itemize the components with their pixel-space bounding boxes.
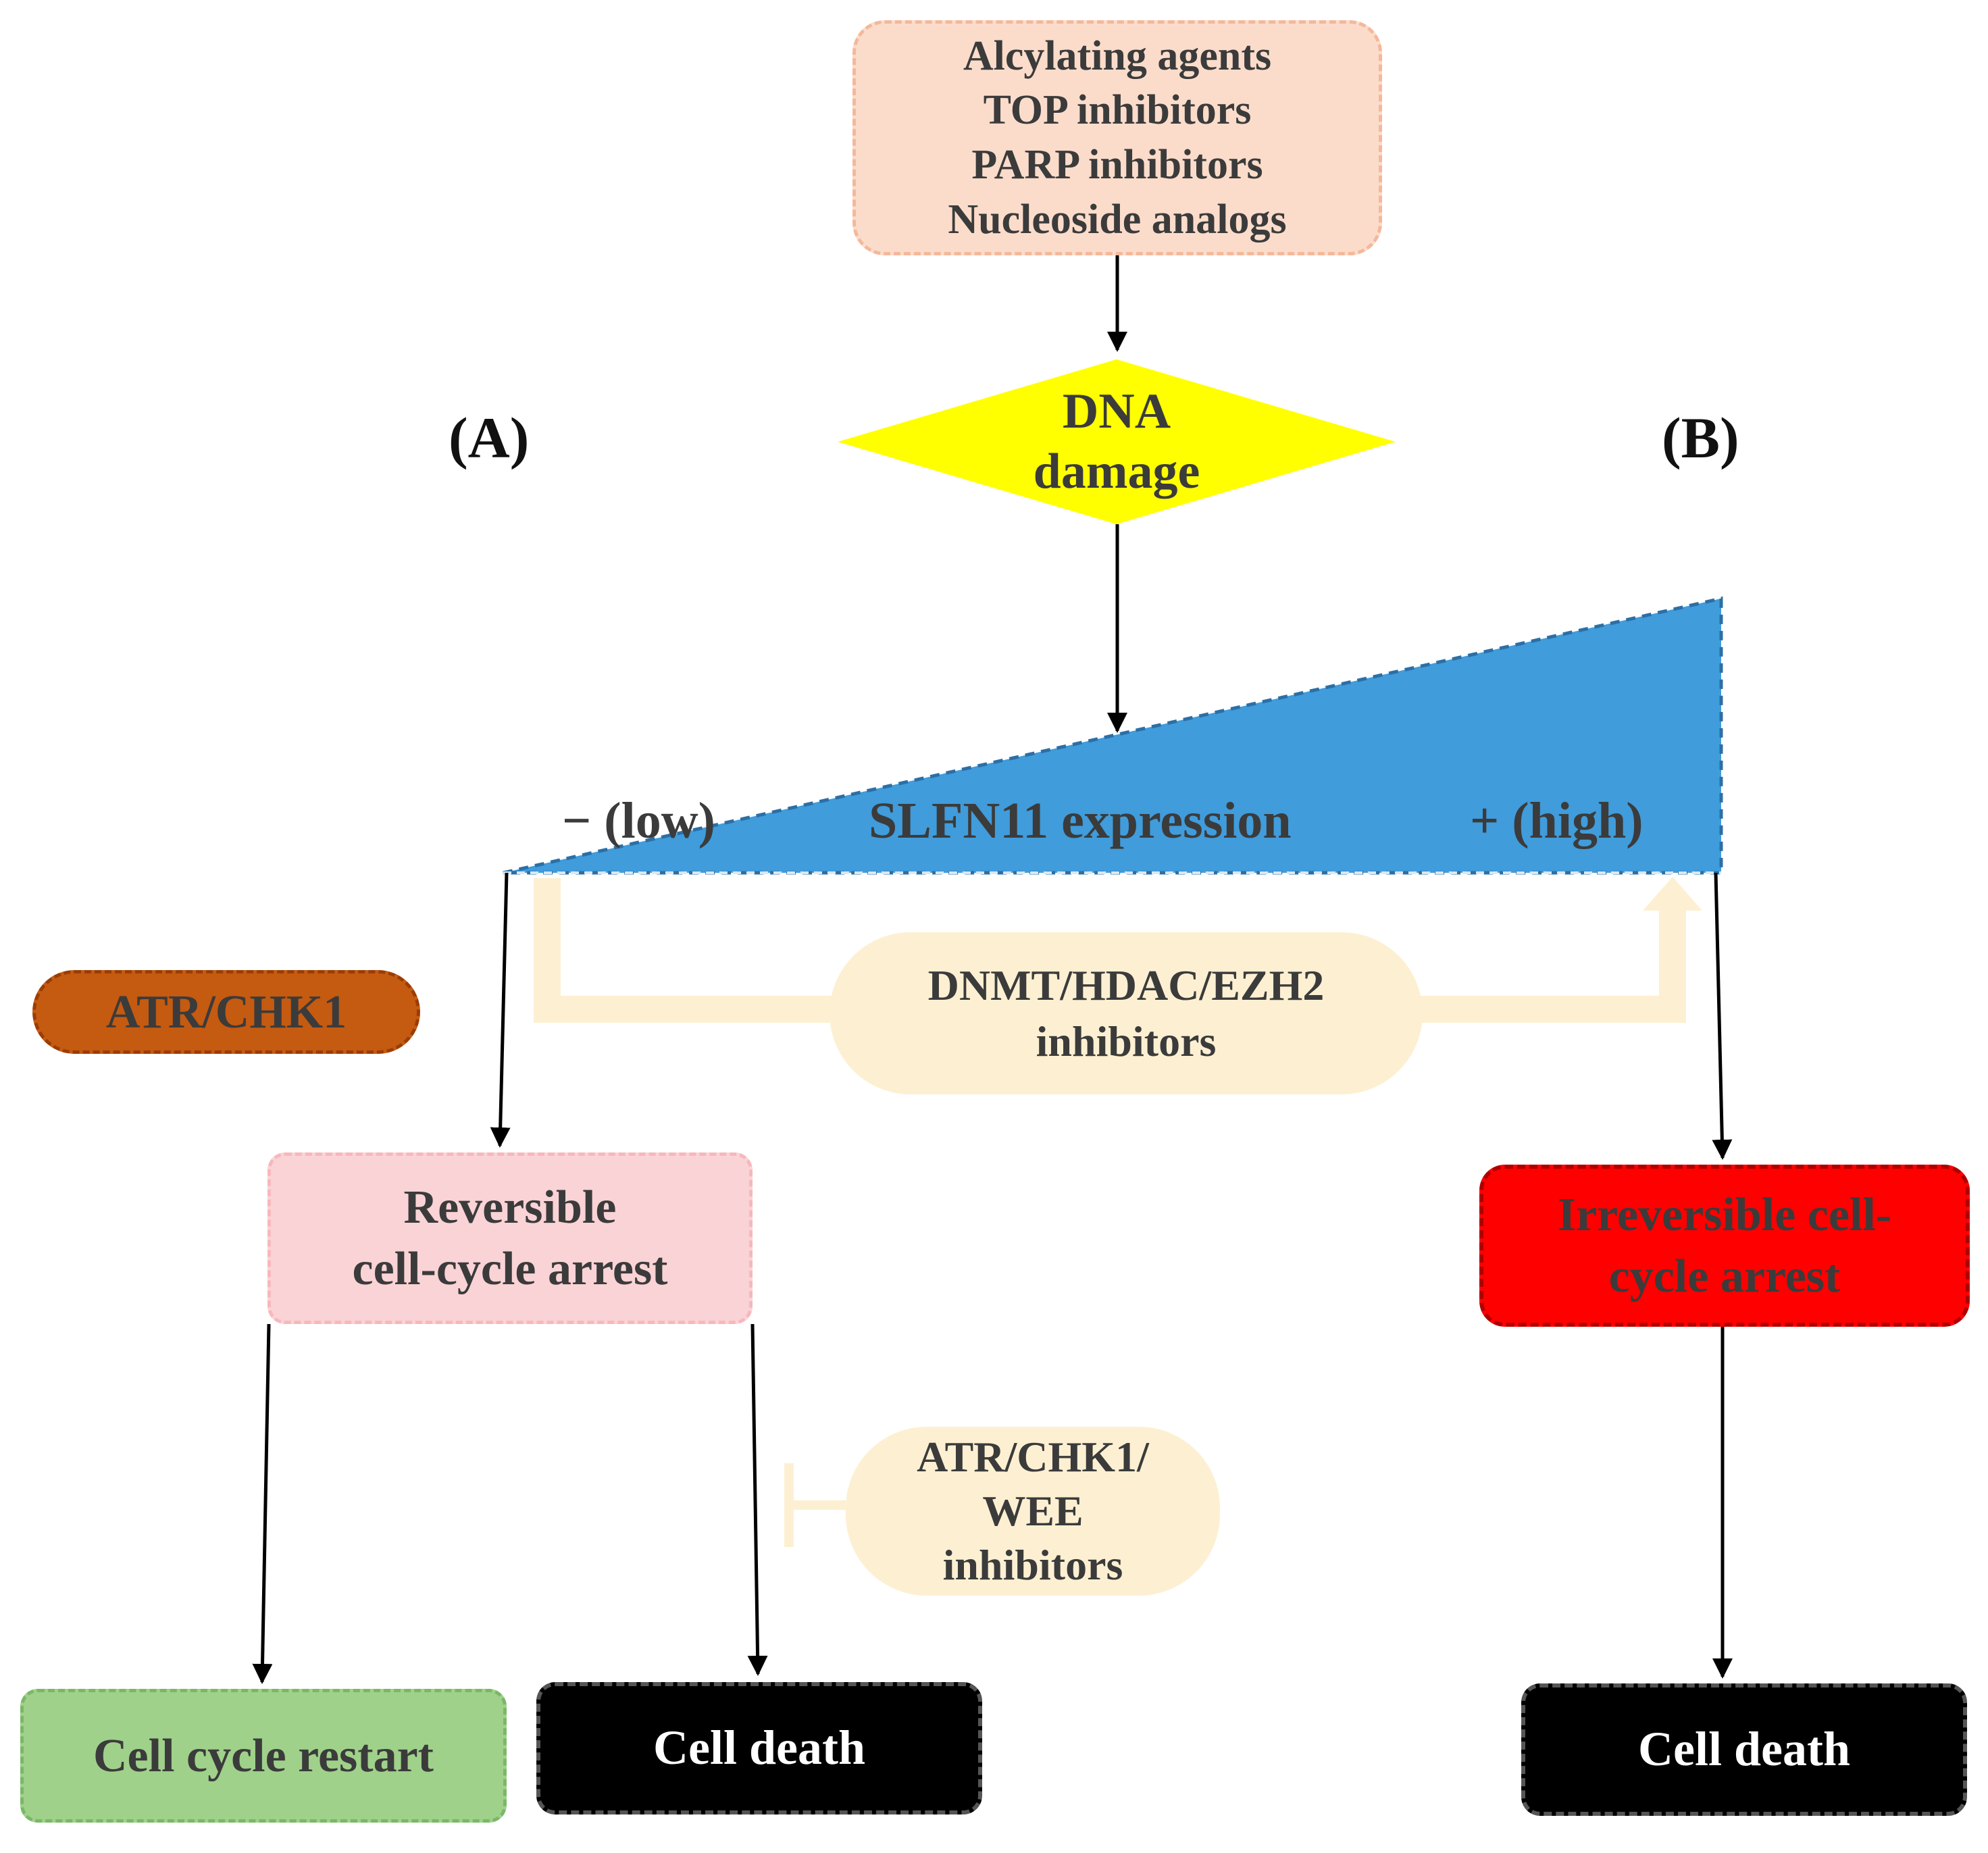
epigenetic-line: inhibitors <box>1036 1017 1217 1065</box>
wee-line: WEE <box>982 1487 1084 1535</box>
arrow-reversible-to-restart <box>252 1323 273 1684</box>
drug-line: Alcylating agents <box>963 32 1272 79</box>
drug-line: Nucleoside analogs <box>948 196 1287 243</box>
arrow-reversible-to-death <box>747 1323 768 1676</box>
epigenetic-arrowhead <box>1643 877 1702 911</box>
dna-damage-line: DNA <box>1062 384 1171 440</box>
arrow-low-to-reversible <box>490 872 511 1148</box>
drug-line: PARP inhibitors <box>971 142 1263 188</box>
irreversible-line: cycle arrest <box>1608 1250 1841 1302</box>
irreversible-line: Irreversible cell- <box>1557 1189 1892 1241</box>
dna-damaging-drugs-box: Alcylating agents TOP inhibitors PARP in… <box>852 20 1382 255</box>
slfn11-high-label: + (high) <box>1470 792 1643 849</box>
epigenetic-line: DNMT/HDAC/EZH2 <box>927 961 1325 1009</box>
panel-a-label: (A) <box>449 405 530 470</box>
reversible-arrest-box: Reversible cell-cycle arrest <box>267 1152 753 1324</box>
cell-death-box-b: Cell death <box>1521 1683 1967 1816</box>
dna-damage-diamond <box>838 359 1396 524</box>
dna-damage-line: damage <box>1033 444 1200 499</box>
slfn11-expression-title: SLFN11 expression <box>869 792 1292 849</box>
wee-line: inhibitors <box>942 1541 1123 1589</box>
irreversible-arrest-box: Irreversible cell- cycle arrest <box>1479 1165 1970 1327</box>
cell-cycle-restart-box: Cell cycle restart <box>20 1689 507 1823</box>
panel-b-label: (B) <box>1662 405 1739 470</box>
cell-death-box-a: Cell death <box>536 1682 982 1814</box>
wee-line: ATR/CHK1/ <box>917 1433 1149 1481</box>
slfn11-low-label: − (low) <box>562 792 715 849</box>
reversible-line: cell-cycle arrest <box>352 1243 668 1295</box>
atr-chk1-badge: ATR/CHK1 <box>32 970 420 1054</box>
dna-damage-label: DNA damage <box>838 359 1396 524</box>
epigenetic-inhibitors-box: DNMT/HDAC/EZH2 inhibitors <box>830 932 1423 1094</box>
drug-line: TOP inhibitors <box>983 87 1252 134</box>
arrow-high-to-irreversible <box>1712 872 1733 1160</box>
inhibition-connector <box>784 1463 846 1547</box>
epigenetic-upregulation-arrow <box>534 878 1686 1023</box>
reversible-line: Reversible <box>403 1182 617 1234</box>
atr-chk1-wee-inhibitors-box: ATR/CHK1/ WEE inhibitors <box>846 1427 1220 1596</box>
